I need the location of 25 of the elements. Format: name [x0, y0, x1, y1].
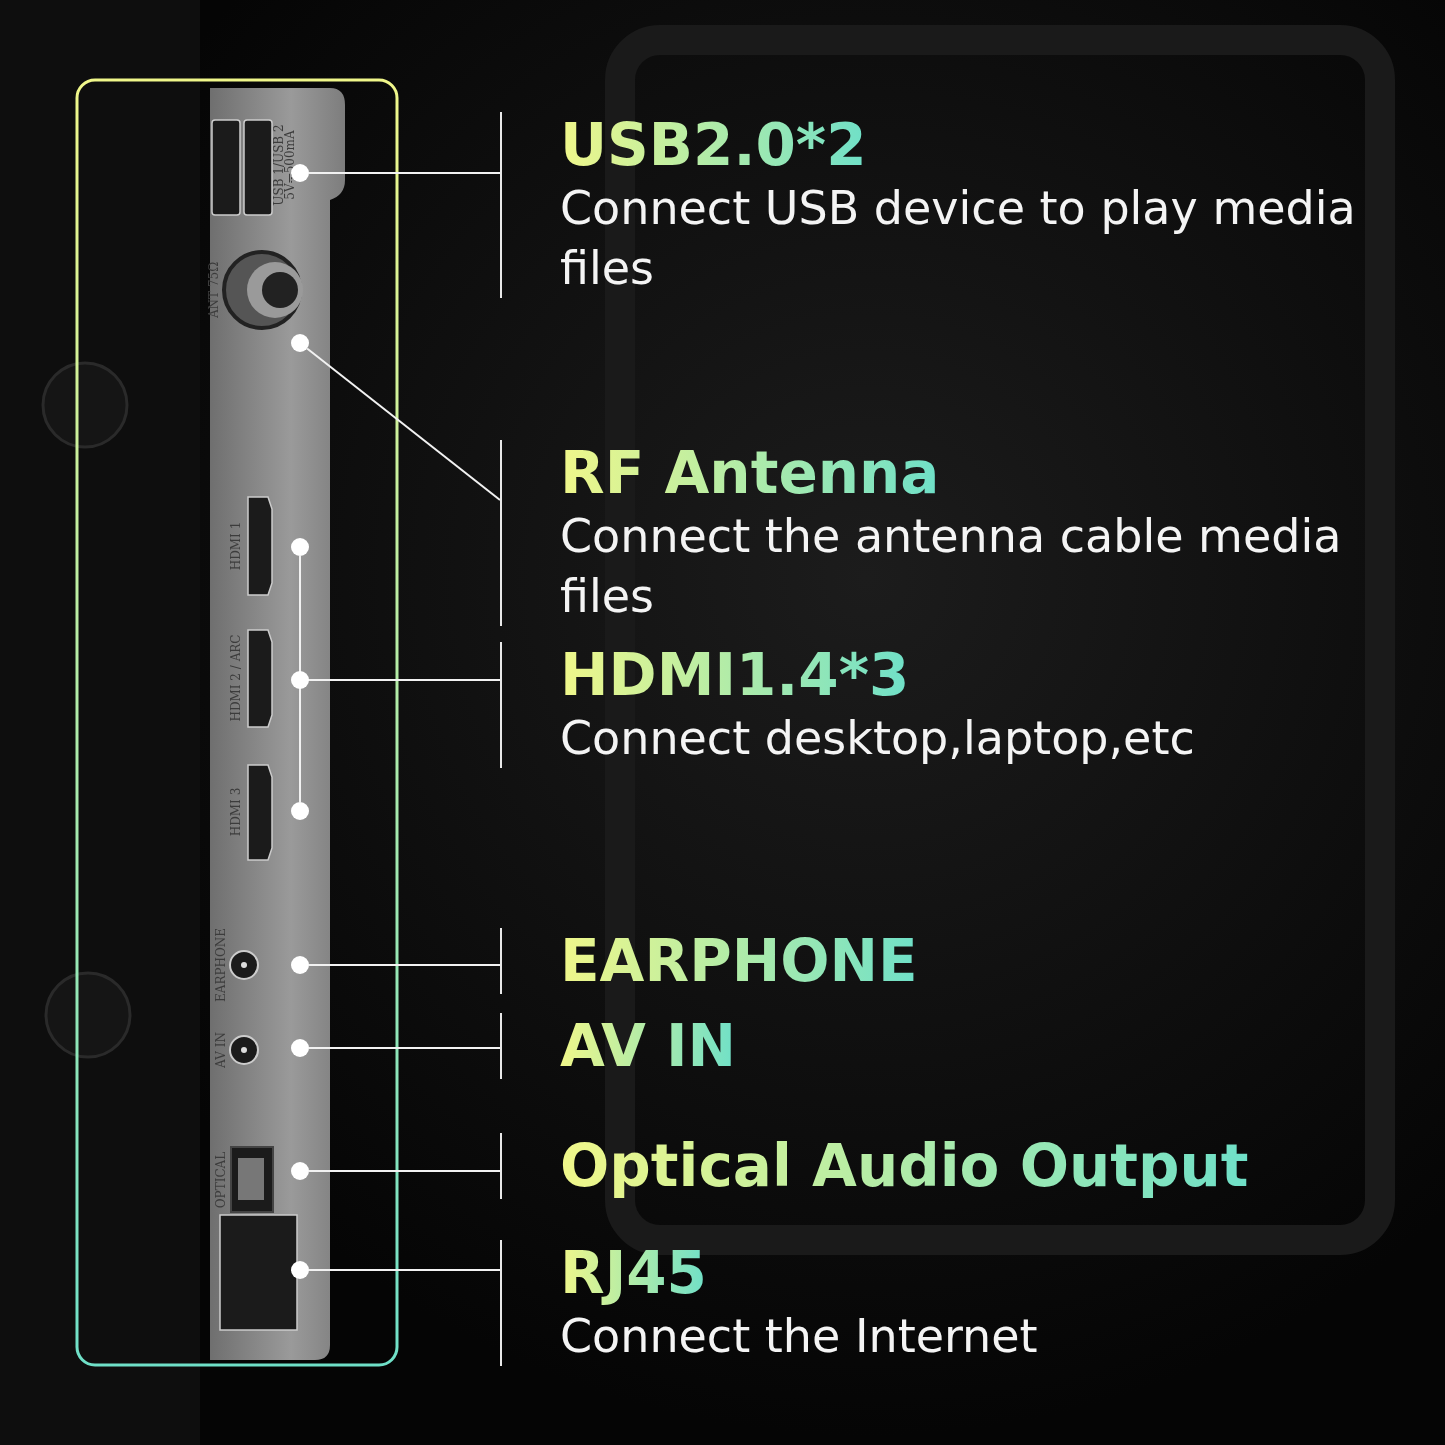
callout-dot: [291, 671, 309, 689]
callout-dot: [291, 334, 309, 352]
port-label: OPTICAL: [214, 1151, 228, 1209]
port-label: AV IN: [214, 1032, 228, 1068]
callout-dot: [291, 1261, 309, 1279]
port-label: 5V⎓500mA: [283, 130, 297, 200]
port-label: HDMI 1: [229, 521, 243, 571]
callout-dot: [291, 1039, 309, 1057]
callout-dot: [291, 538, 309, 556]
leader-line: [306, 347, 501, 501]
port-label: EARPHONE: [214, 927, 228, 1003]
leader-line: [308, 964, 501, 966]
callout-dot: [291, 1162, 309, 1180]
port-description: Connect desktop,laptop,etc: [560, 711, 1195, 765]
callout-dot: [291, 802, 309, 820]
port-description: Connect the Internet: [560, 1309, 1038, 1363]
leader-line: [308, 1047, 501, 1049]
leader-line: [308, 1170, 501, 1172]
port-label: HDMI 3: [229, 787, 243, 837]
port-label: HDMI 2 / ARC: [229, 634, 243, 722]
leader-line: [308, 1269, 501, 1271]
port-description: Connect USB device to play media files: [560, 181, 1356, 295]
leader-line: [308, 172, 501, 174]
callout-dot: [291, 956, 309, 974]
port-description: Connect the antenna cable media files: [560, 509, 1342, 623]
